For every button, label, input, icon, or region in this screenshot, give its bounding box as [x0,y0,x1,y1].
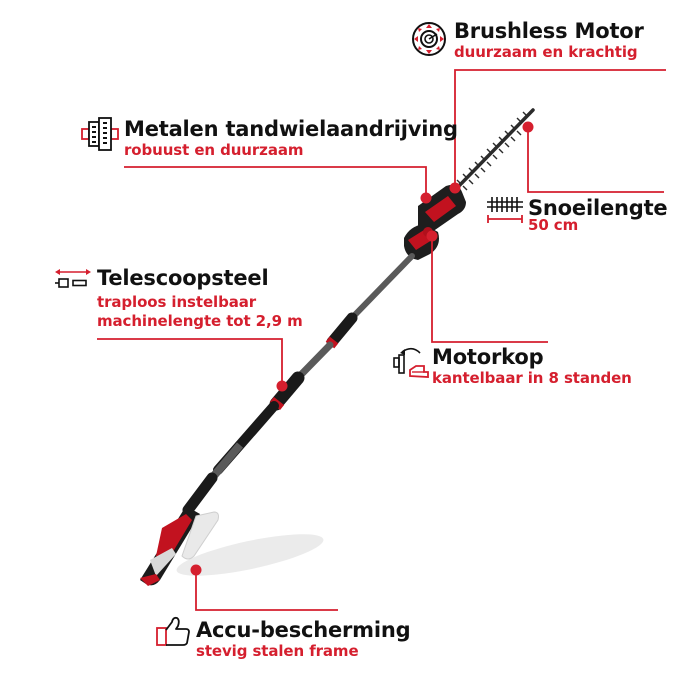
dot-brushless-motor [449,182,461,194]
handle-neck [182,472,218,516]
shadow [176,534,324,576]
leader-lines [97,69,666,611]
dot-gear-drive [420,192,432,204]
rear-handle [140,506,219,586]
feature-subtitle: duurzaam en krachtig [454,43,638,61]
gear-drive-icon [81,117,119,151]
dot-telescopic-pole [276,380,288,392]
callout-dots [190,121,534,576]
feature-telescopic-pole: Telescoopsteel traploos instelbaar machi… [97,266,303,331]
feature-battery-protection: Accu-bescherming stevig stalen frame [196,618,411,661]
dot-motor-head [426,230,438,242]
feature-title: Brushless Motor [454,19,644,43]
feature-subtitle-line1: traploos instelbaar [97,293,257,311]
thumbs-up-icon [156,616,190,646]
pole-sleeve-1 [325,312,358,349]
motor-icon [412,22,446,56]
feature-title: Motorkop [432,345,544,369]
feature-title: Accu-bescherming [196,618,411,642]
pole-upper [345,253,415,325]
feature-subtitle: stevig stalen frame [196,642,359,660]
feature-subtitle: kantelbaar in 8 standen [432,369,632,387]
feature-brushless-motor: Brushless Motor duurzaam en krachtig [454,19,644,62]
feature-title: Telescoopsteel [97,266,269,290]
motor-head [404,184,466,260]
feature-subtitle: robuust en duurzaam [124,141,304,159]
dot-battery-protection [190,564,202,576]
feature-cutting-length: Snoeilengte 50 cm [528,196,668,235]
feature-subtitle-line2: machinelengte tot 2,9 m [97,312,303,330]
battery-guard-frame [181,511,219,560]
tilt-head-icon [393,347,429,378]
feature-gear-drive: Metalen tandwielaandrijving robuust en d… [124,117,458,160]
blade [453,108,535,192]
feature-title: Snoeilengte [528,196,668,220]
feature-motor-head: Motorkop kantelbaar in 8 standen [432,345,632,388]
telescope-icon [55,269,91,288]
dot-cutting-length [522,121,534,133]
feature-subtitle: 50 cm [528,216,579,234]
blade-length-icon [487,197,523,223]
feature-title: Metalen tandwielaandrijving [124,117,458,141]
pole-lower [208,442,244,481]
